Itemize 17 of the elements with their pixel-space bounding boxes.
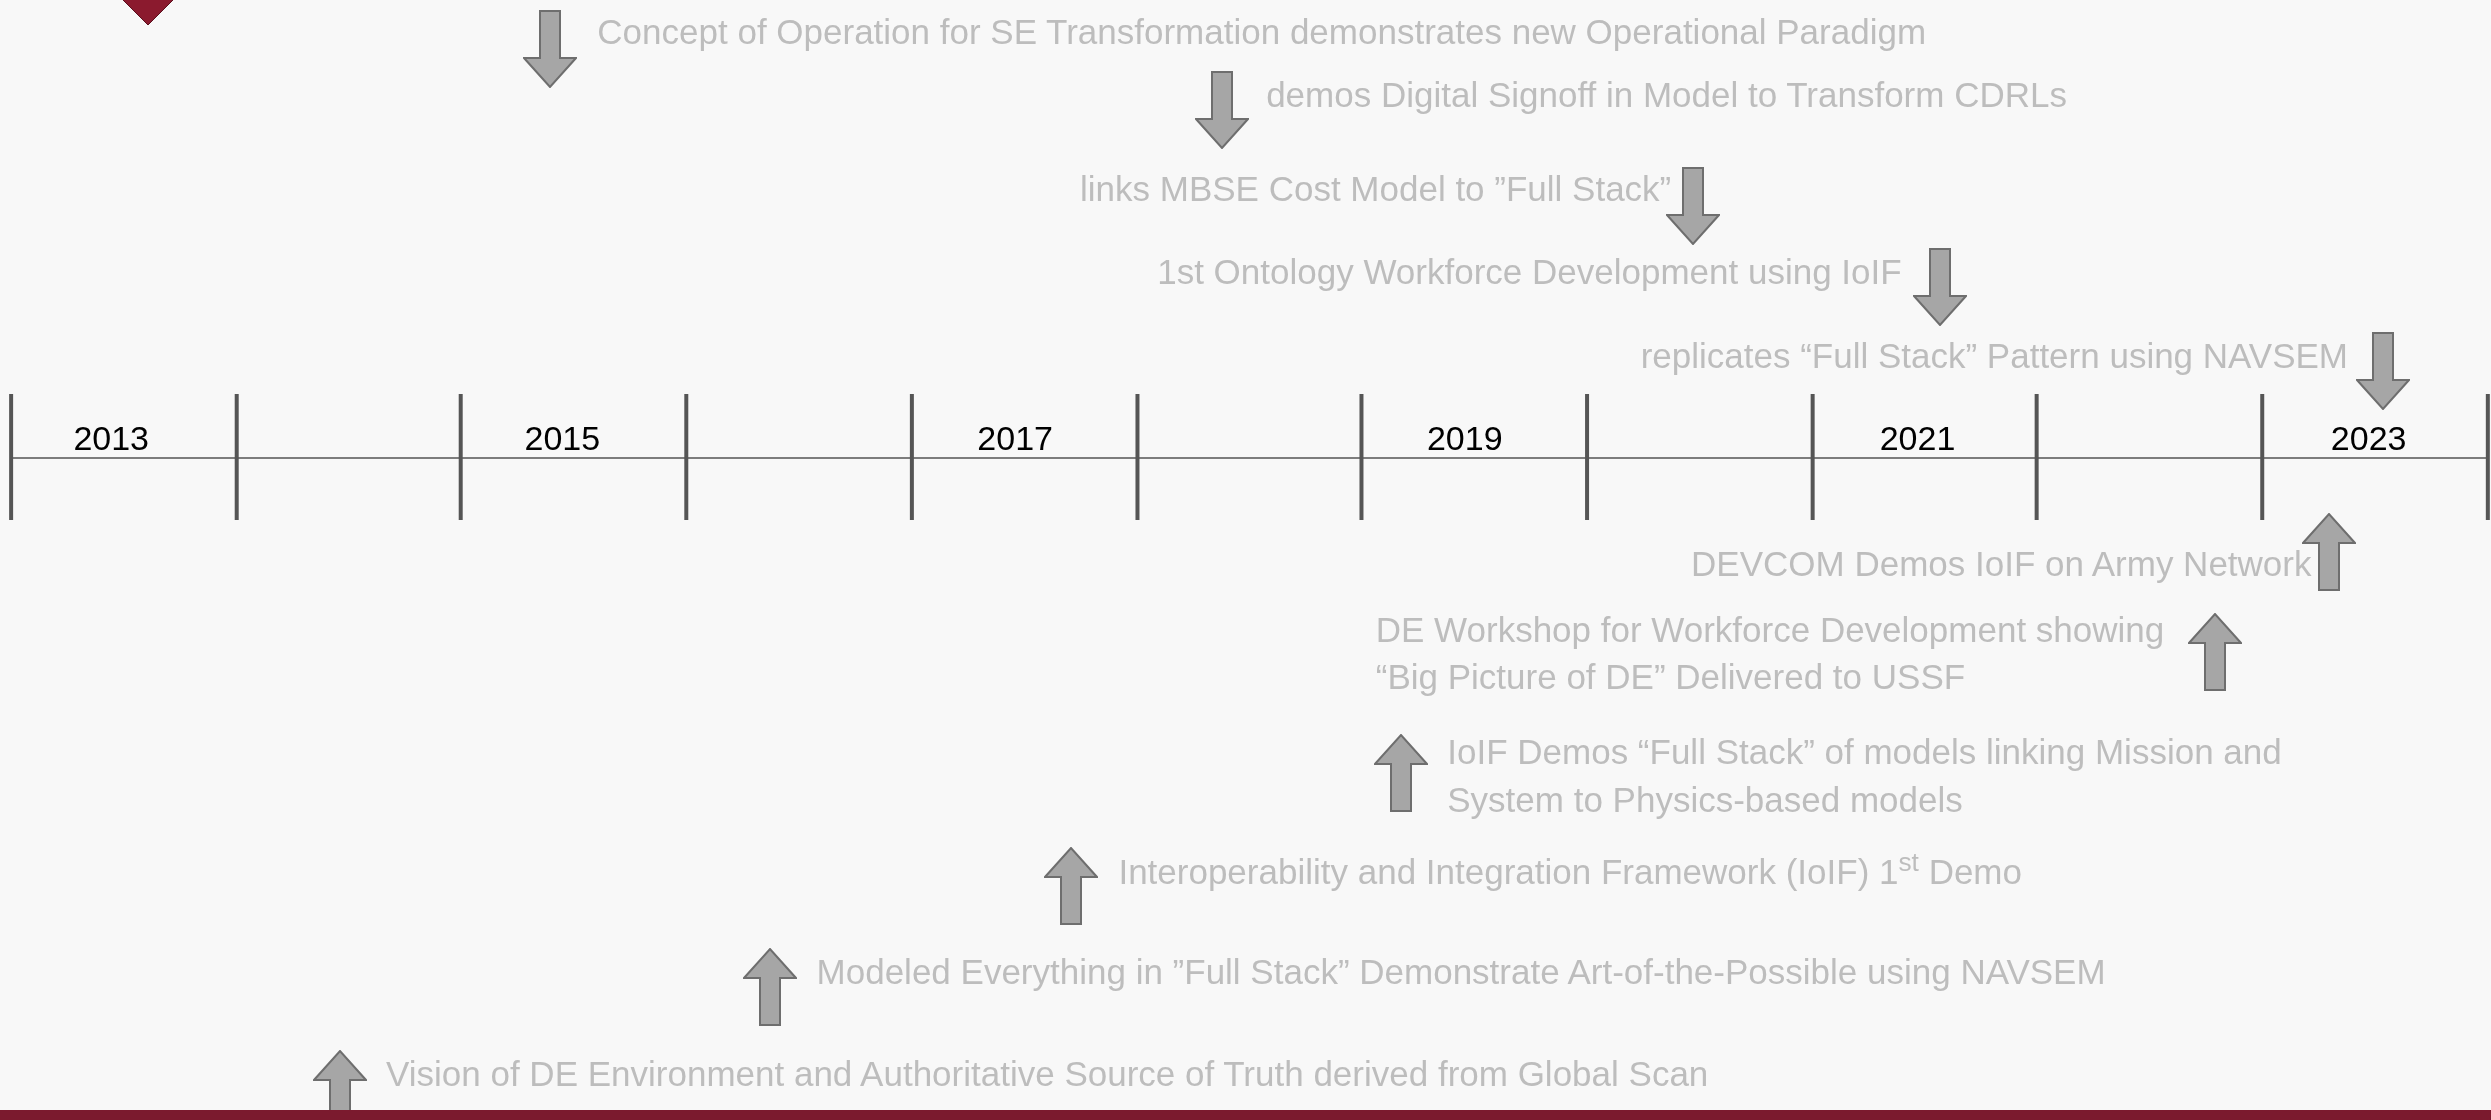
milestone-text: IoIF Demos “Full Stack” of models linking Mission and System to Physics-based models [1447, 731, 2283, 821]
milestone-text: replicates “Full Stack” Pattern using NAVSEM [1640, 335, 2349, 378]
year-label: 2021 [1879, 421, 1956, 456]
milestone-text: Interoperability and Integration Framework (IoIF) 1$^{st}$ Demo [1118, 848, 2022, 894]
milestone-text: Concept of Operation for SE Transformation demonstrates new Operational Paradigm [597, 11, 1927, 54]
year-label: 2023 [2330, 421, 2407, 456]
year-label: 2019 [1426, 421, 1503, 456]
milestone-text: links MBSE Cost Model to ”Full Stack” [1080, 168, 1672, 211]
milestone-text: DEVCOM Demos IoIF on Army Network [1691, 543, 2312, 586]
milestone-text: Modeled Everything in ”Full Stack” Demonstrate Art-of-the-Possible using NAVSEM [816, 951, 2106, 994]
year-label: 2015 [524, 421, 601, 456]
milestone-text: DE Workshop for Workforce Development showing “Big Picture of DE” Delivered to USSF [1375, 608, 2166, 698]
year-label: 2017 [977, 421, 1053, 456]
year-label: 2013 [73, 421, 149, 456]
milestone-text: 1st Ontology Workforce Development using IoIF [1157, 251, 1902, 294]
milestone-text: Vision of DE Environment and Authoritative Source of Truth derived from Global Scan [386, 1053, 1709, 1096]
milestone-text: demos Digital Signoff in Model to Transform CDRLs [1266, 74, 2067, 117]
